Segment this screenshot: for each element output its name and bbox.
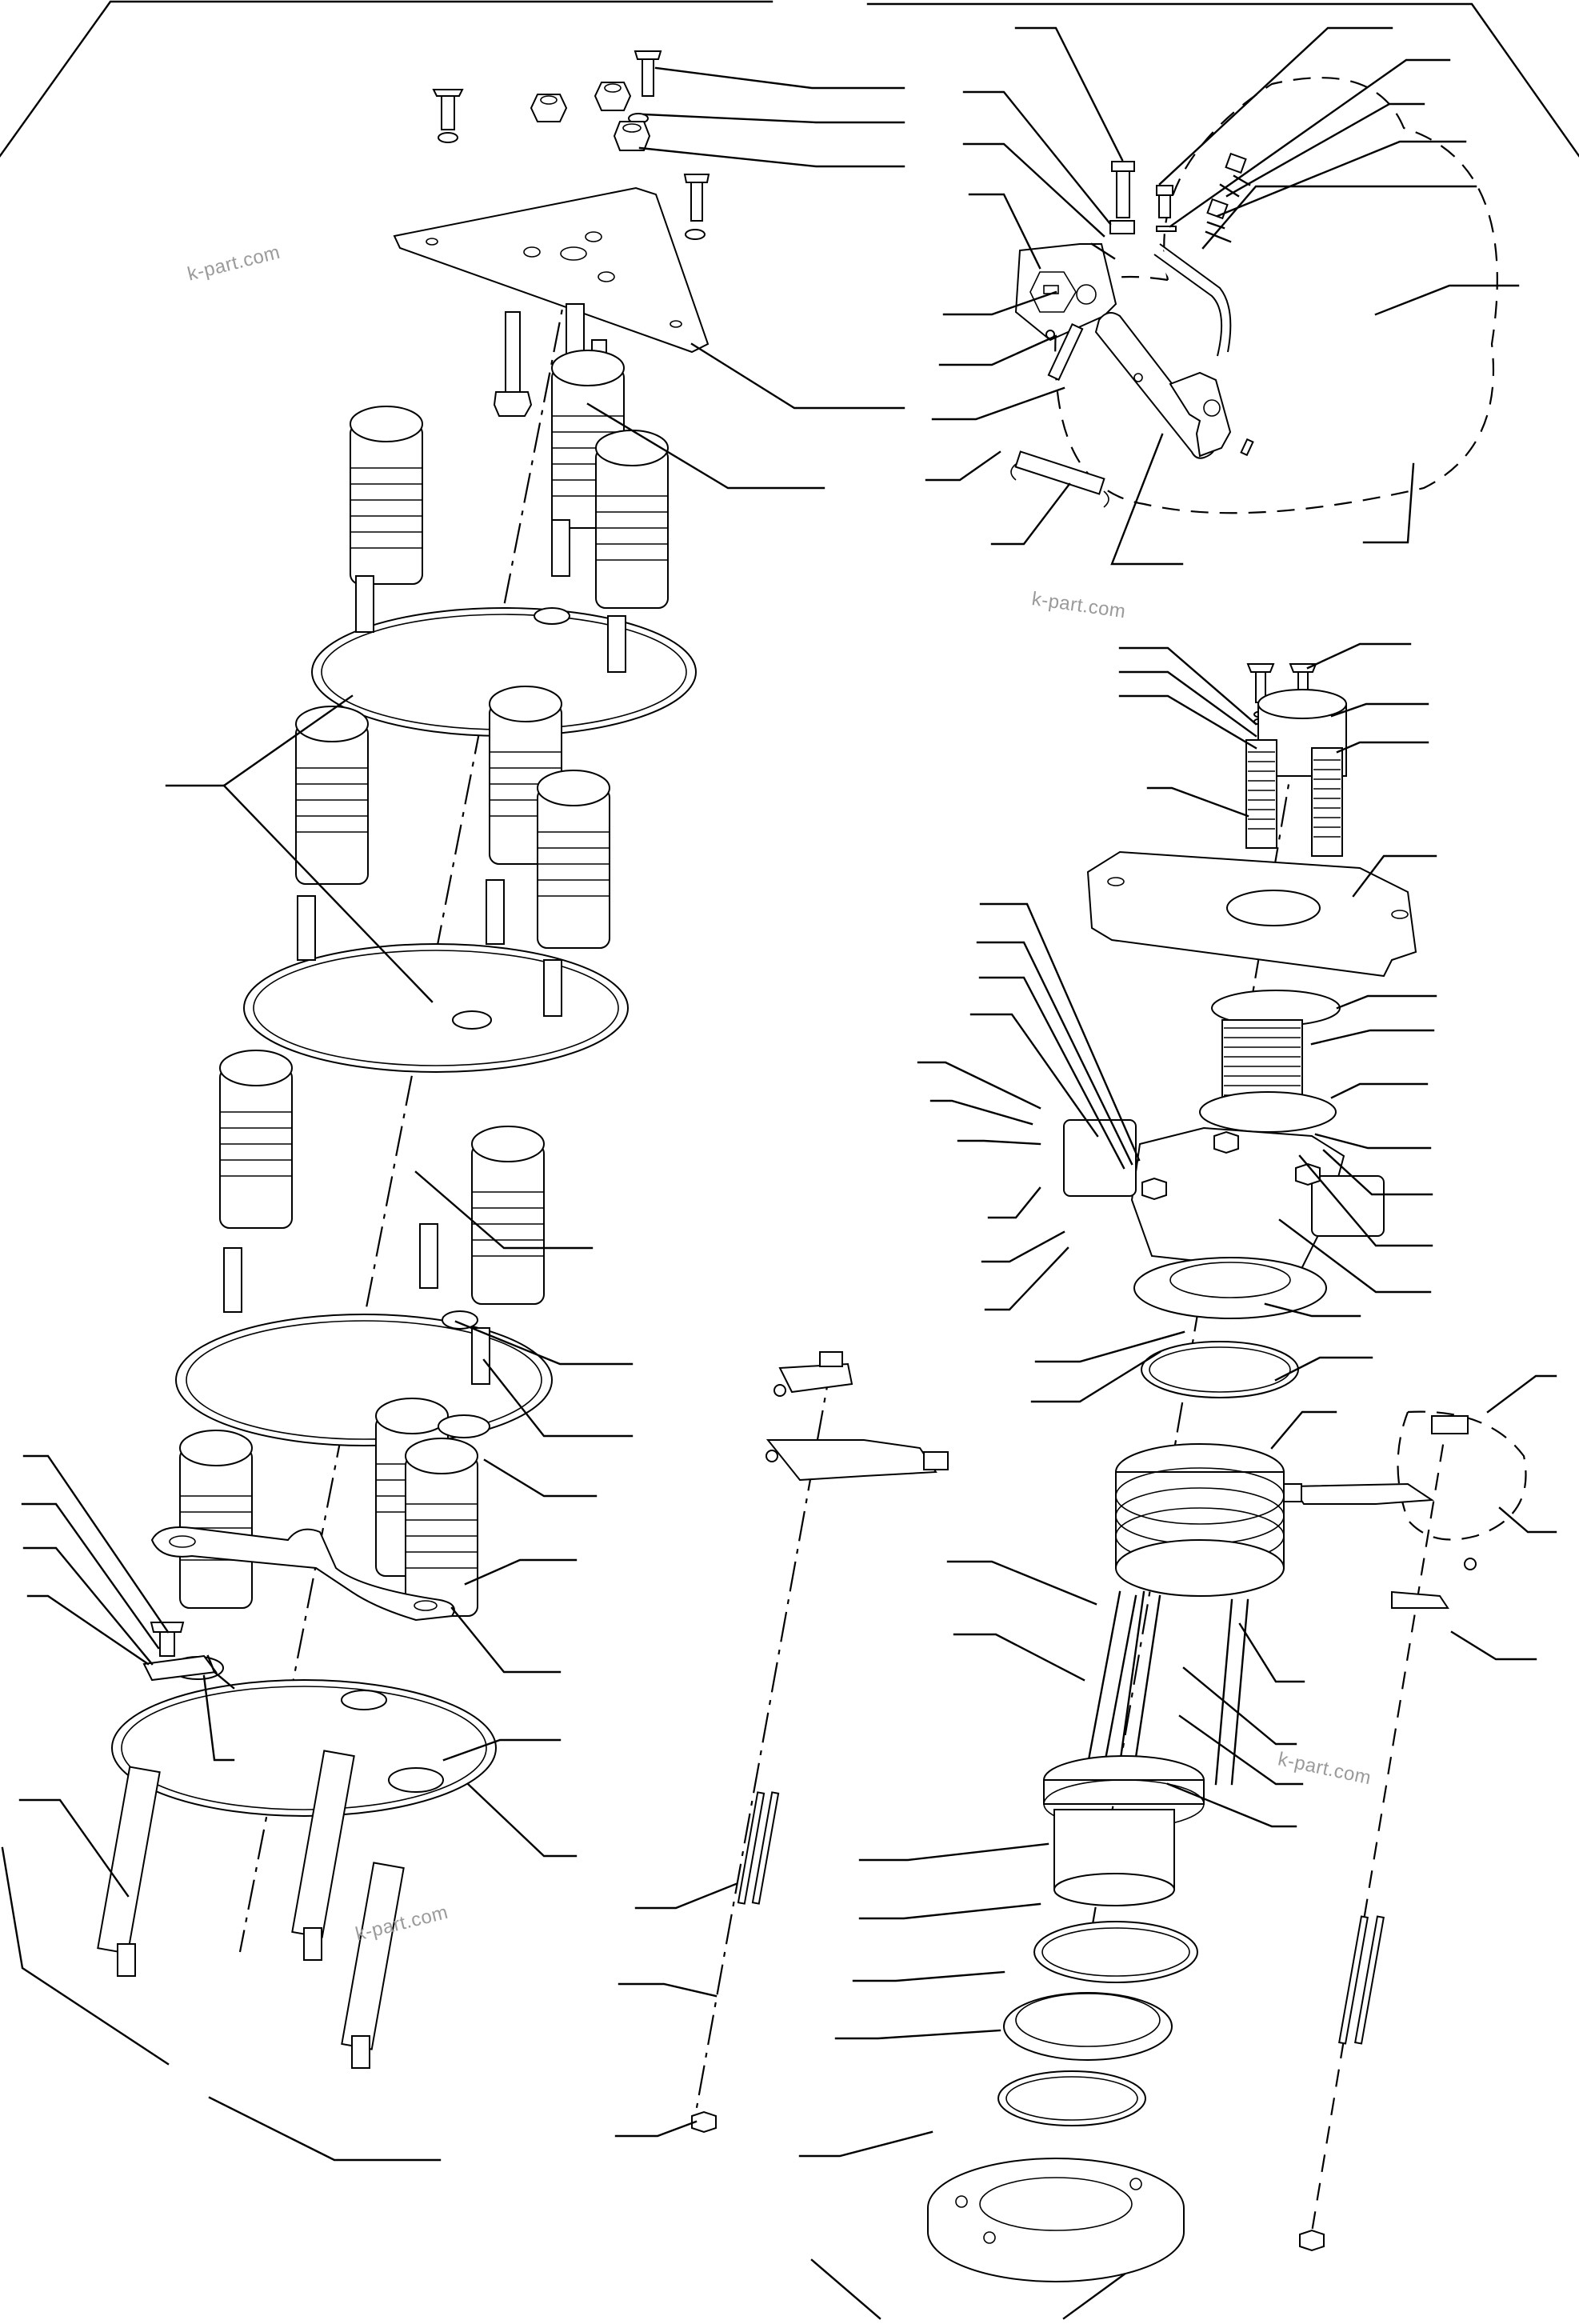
spring-energy-accumulator bbox=[1063, 663, 1417, 1953]
bolt-icon bbox=[432, 89, 464, 143]
insulator-column bbox=[219, 1050, 293, 1229]
bolt-icon bbox=[634, 50, 662, 97]
insulator-column bbox=[350, 406, 423, 585]
leader-lines-left bbox=[18, 66, 905, 1898]
contact-cylinder-assembly bbox=[927, 1341, 1299, 2282]
leader-lines-bottom-right bbox=[798, 1330, 1373, 2158]
contact-rod-assembly-right bbox=[1283, 1410, 1527, 2252]
insulator-column bbox=[295, 706, 369, 885]
terminal-rod bbox=[291, 1750, 355, 1961]
terminal-rod bbox=[341, 1862, 405, 2069]
insulator-column bbox=[179, 1430, 253, 1609]
leader-lines-center bbox=[614, 1882, 738, 2138]
nut-icon bbox=[613, 121, 651, 151]
nut-icon bbox=[594, 82, 632, 111]
bolt-icon bbox=[683, 174, 710, 240]
insulator-column bbox=[595, 430, 669, 609]
leader-lines-far-right bbox=[1450, 1374, 1557, 1661]
terminal-rod bbox=[97, 1766, 161, 1977]
insulator-column bbox=[471, 1126, 545, 1305]
insulator-stack-assembly bbox=[97, 50, 710, 2069]
leader-lines-top-right bbox=[925, 26, 1520, 566]
insulator-column bbox=[405, 1438, 478, 1617]
nut-icon bbox=[530, 94, 568, 122]
insulator-column bbox=[537, 770, 610, 949]
selector-arm-detail bbox=[1010, 77, 1498, 514]
leader-lines-middle-right bbox=[917, 642, 1437, 1318]
contact-rod-assembly bbox=[691, 1351, 949, 2134]
